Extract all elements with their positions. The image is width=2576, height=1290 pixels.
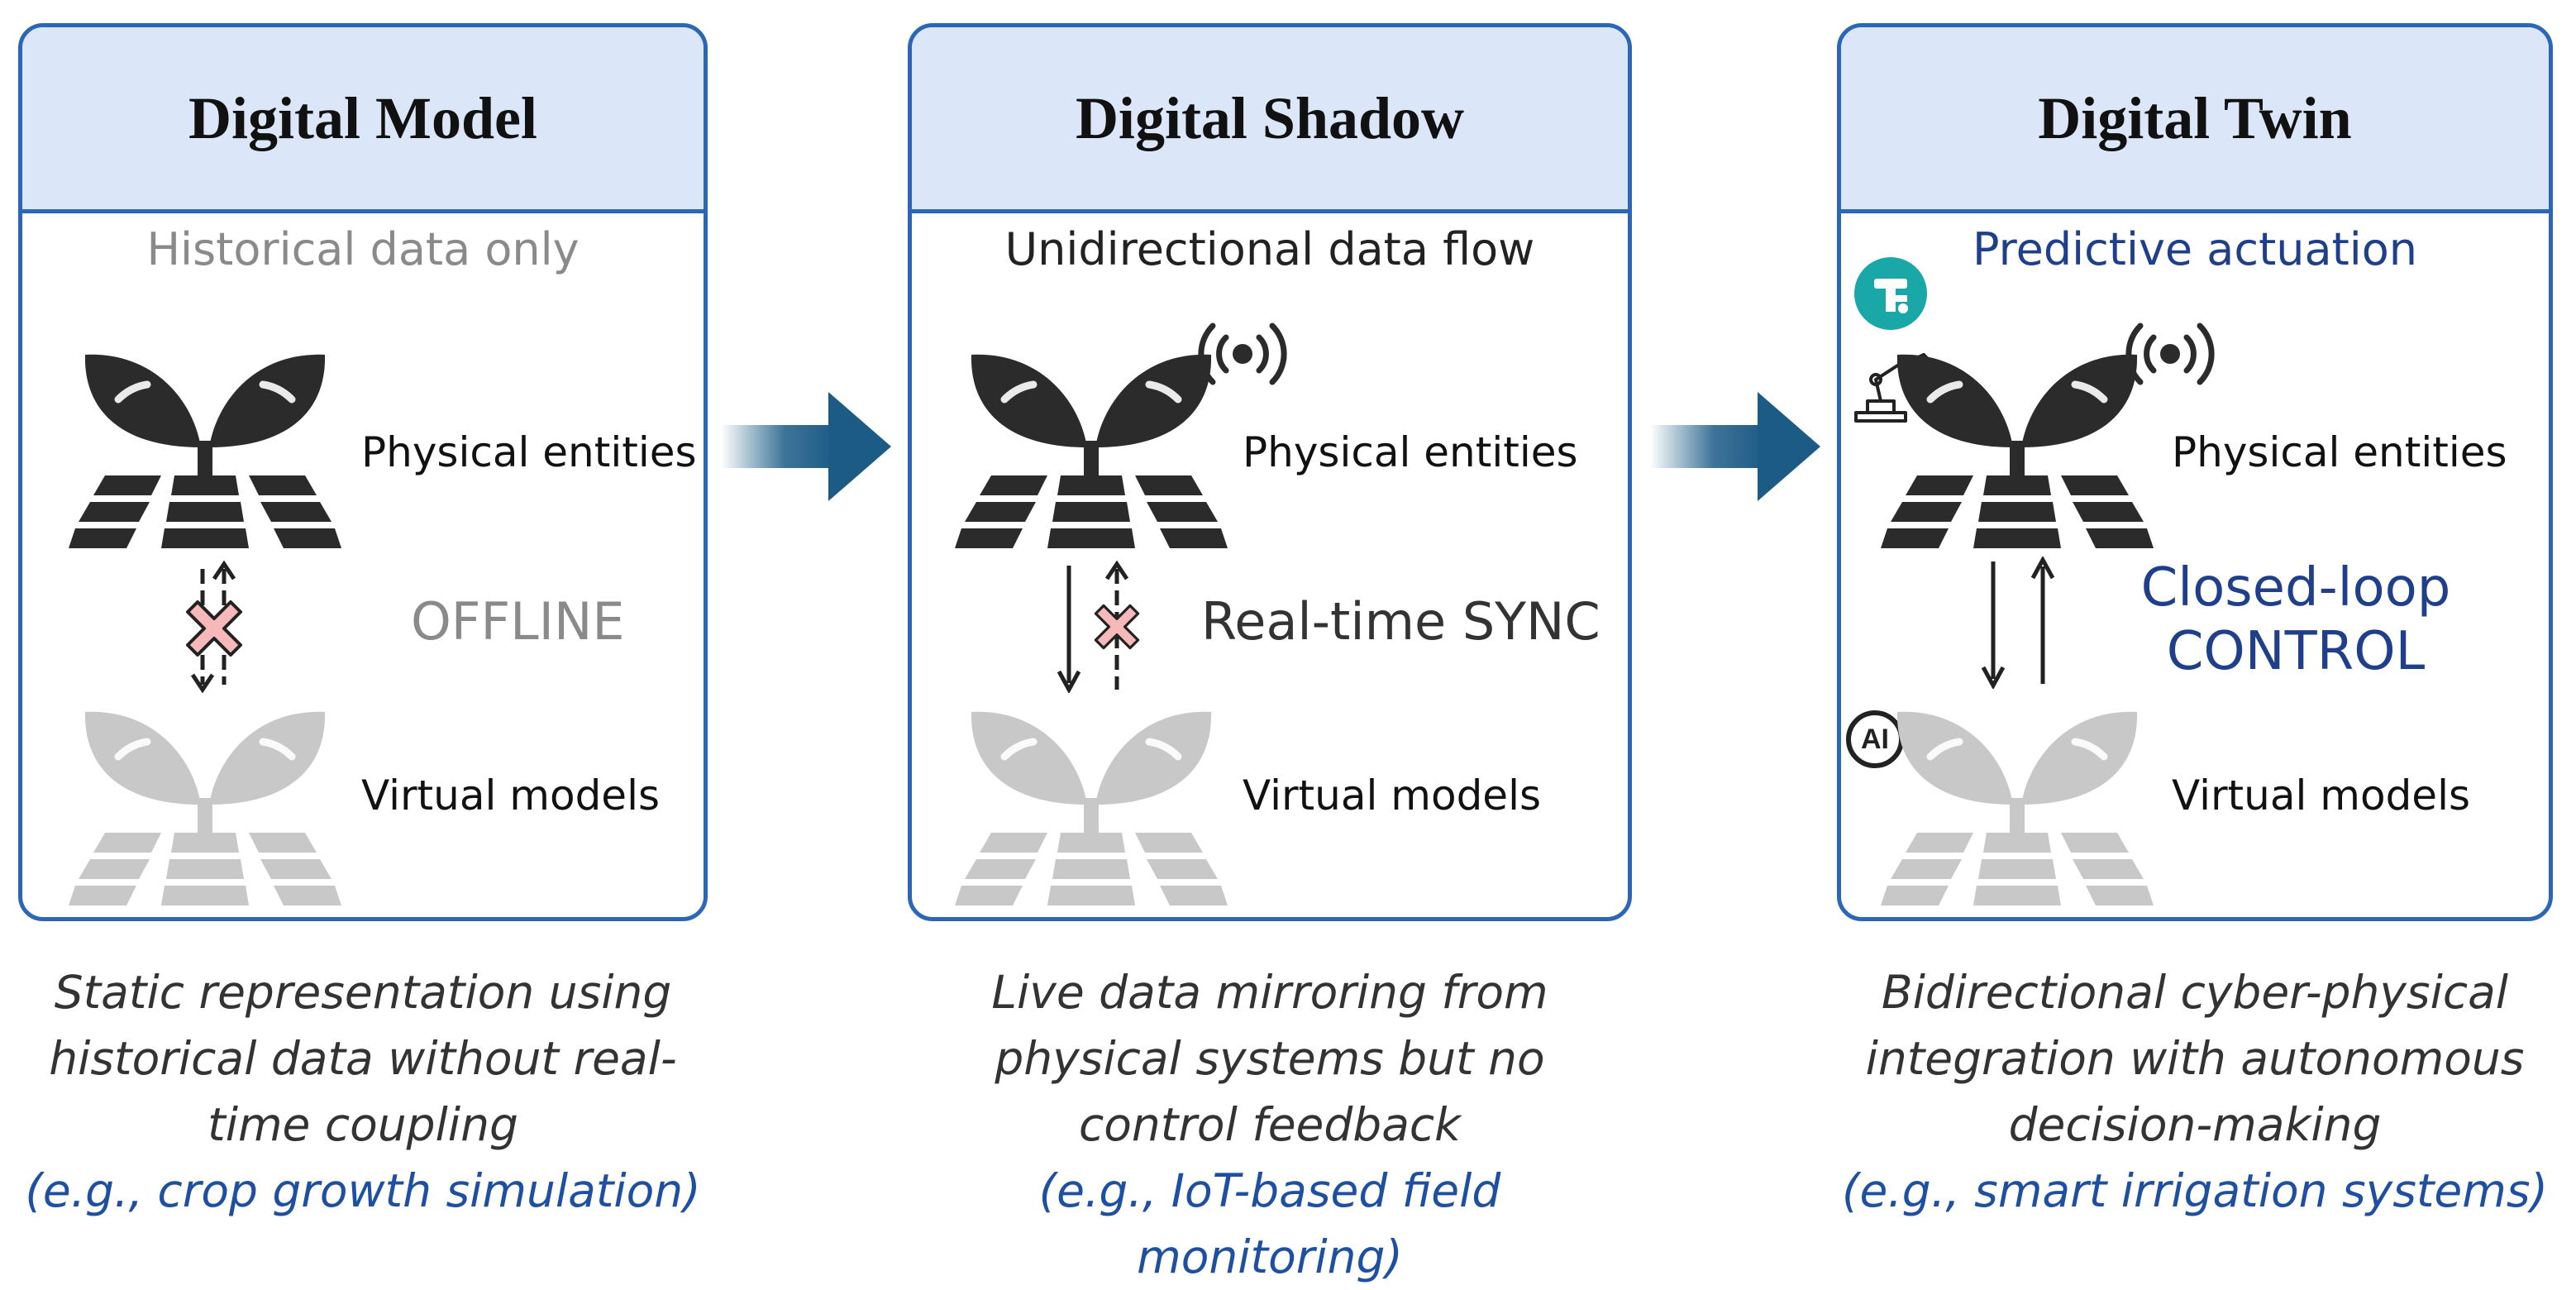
sprout-field-icon [955, 707, 1228, 905]
virtual-models-label: Virtual models [1243, 772, 1542, 819]
status-offline: OFFLINE [411, 591, 625, 652]
panel-header: Digital Twin [1841, 27, 2549, 213]
progression-arrow-icon [1650, 392, 1820, 501]
status-closed-loop-control: Closed-loop CONTROL [2139, 557, 2453, 684]
sprout-field-icon [1881, 707, 2154, 905]
caption-description: Live data mirroring from physical system… [991, 966, 1548, 1151]
ai-badge-label: AI [1861, 723, 1889, 755]
status-line-2: CONTROL [2166, 620, 2426, 682]
caption-example: (e.g., IoT-based field monitoring) [1038, 1164, 1501, 1283]
up-arrow-icon [2030, 557, 2055, 684]
panel-title: Digital Model [188, 84, 537, 151]
status-line-1: Closed-loop [2140, 557, 2451, 619]
sprout-field-icon [69, 350, 341, 548]
panel-title: Digital Twin [2038, 84, 2352, 151]
tractor-icon [1854, 257, 1927, 330]
caption-digital-model: Static representation using historical d… [18, 959, 708, 1224]
caption-description: Bidirectional cyber-physical integration… [1865, 966, 2525, 1151]
caption-example: (e.g., smart irrigation systems) [1842, 1164, 2548, 1217]
status-realtime-sync: Real-time SYNC [1201, 591, 1600, 652]
panel-digital-twin: Digital Twin Predictive actuation Physic… [1837, 23, 2553, 921]
virtual-models-label: Virtual models [361, 772, 661, 819]
physical-entities-label: Physical entities [2172, 428, 2507, 476]
down-arrow-icon [1981, 561, 2006, 689]
panel-header: Digital Model [22, 27, 704, 213]
blocked-up-arrow-icon [1094, 561, 1140, 690]
panel-header: Digital Shadow [912, 27, 1628, 213]
progression-arrow-icon [721, 392, 891, 501]
down-arrow-icon [1057, 566, 1081, 693]
panel-digital-model: Digital Model Historical data only Physi… [18, 23, 708, 921]
sprout-field-icon [1881, 350, 2154, 548]
panel-title: Digital Shadow [1075, 84, 1465, 151]
physical-entities-label: Physical entities [1243, 428, 1578, 476]
sprout-field-icon [69, 707, 341, 905]
caption-digital-shadow: Live data mirroring from physical system… [908, 959, 1632, 1290]
physical-entities-label: Physical entities [361, 428, 697, 476]
panel-subtitle: Predictive actuation [1972, 223, 2418, 275]
panel-subtitle: Unidirectional data flow [1004, 223, 1535, 275]
caption-example: (e.g., crop growth simulation) [25, 1164, 701, 1217]
panel-subtitle: Historical data only [146, 223, 580, 275]
blocked-link-icon [186, 561, 242, 693]
virtual-models-label: Virtual models [2172, 772, 2471, 819]
sprout-field-icon [955, 350, 1228, 548]
caption-description: Static representation using historical d… [49, 966, 677, 1151]
panel-digital-shadow: Digital Shadow Unidirectional data flow … [908, 23, 1632, 921]
caption-digital-twin: Bidirectional cyber-physical integration… [1837, 959, 2553, 1224]
